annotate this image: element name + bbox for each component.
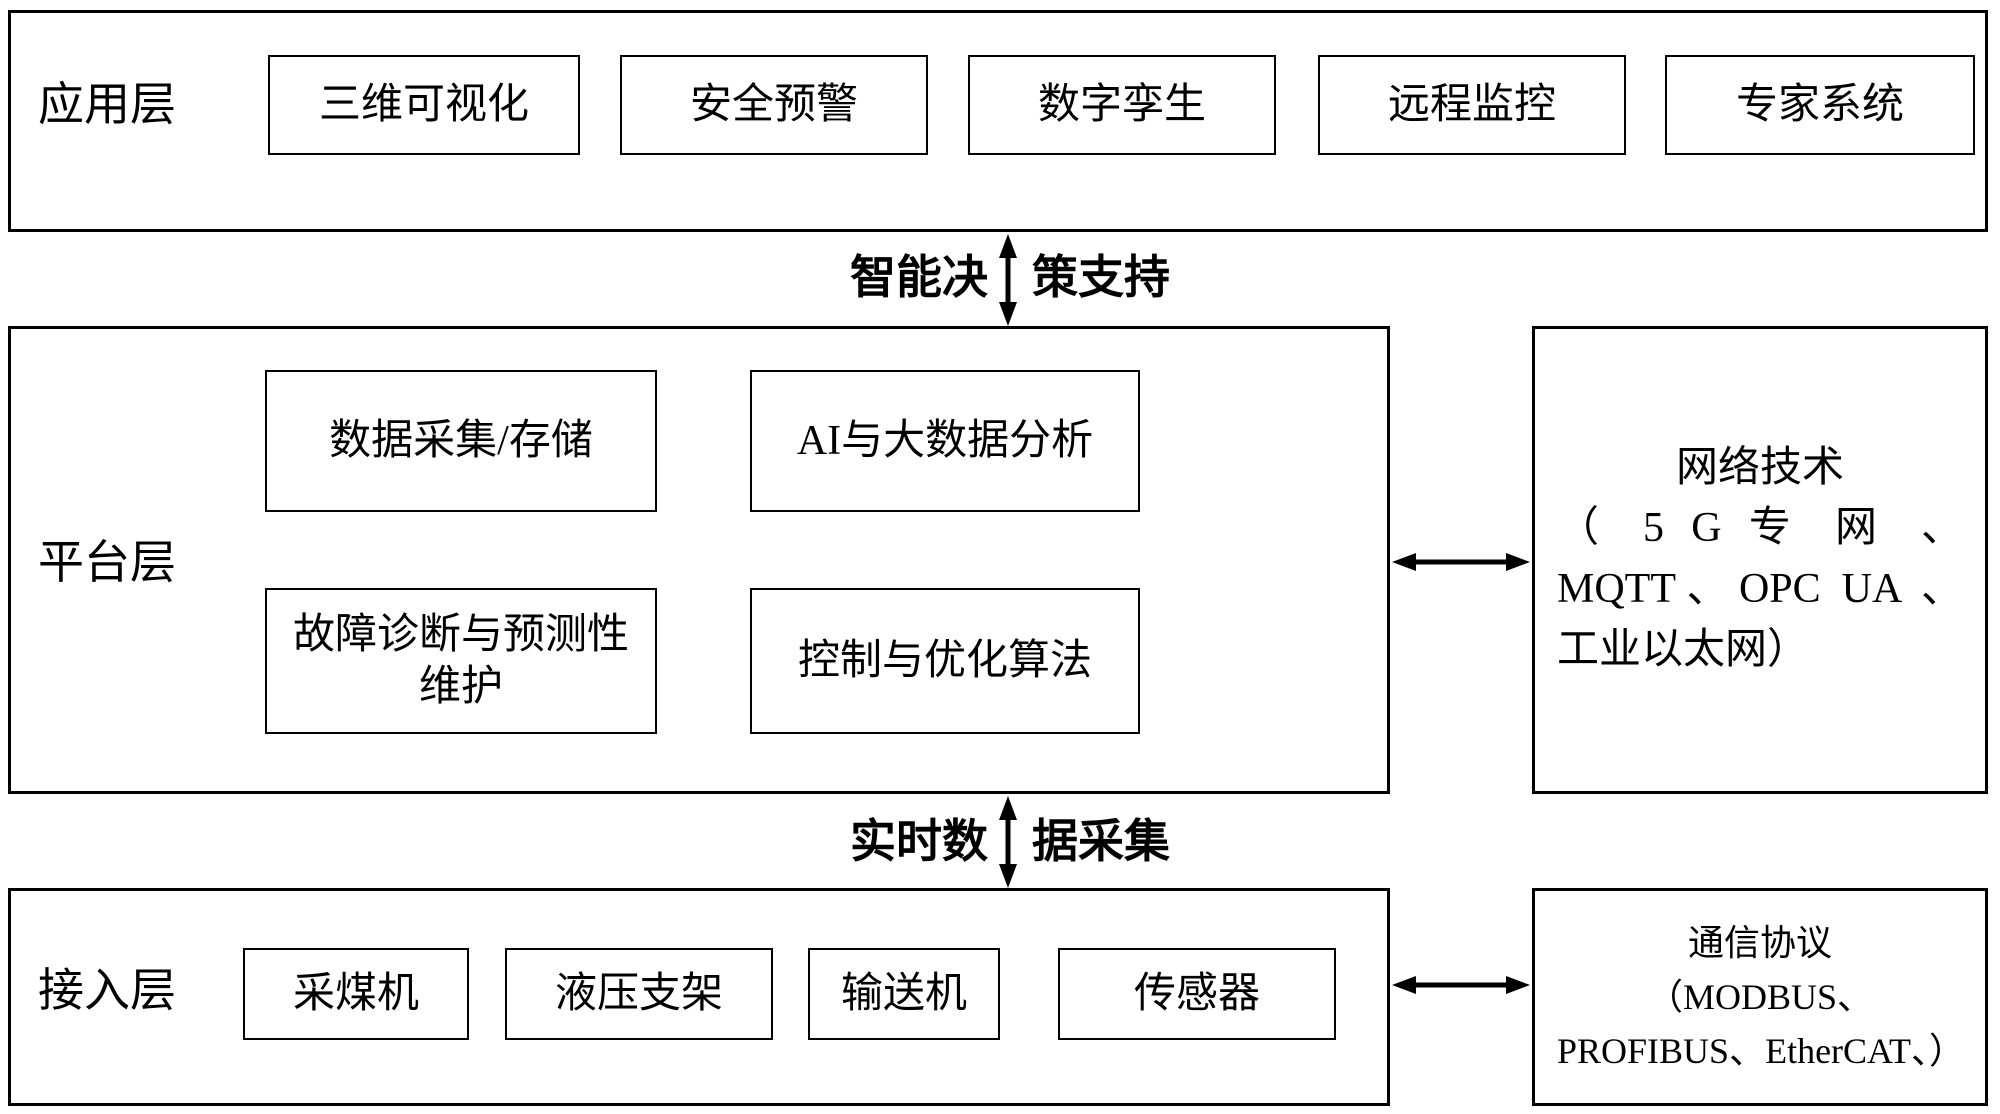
decision-support-label-right: 策支持 [1032, 252, 1170, 303]
box-conveyor: 输送机 [808, 948, 1000, 1040]
arrow-platform-network [1392, 553, 1530, 571]
box-digital-twin: 数字孪生 [968, 55, 1276, 155]
realtime-data-label-left: 实时数 [850, 816, 988, 867]
realtime-data-label-right: 据采集 [1032, 816, 1170, 867]
box-fault-diagnosis-maintenance: 故障诊断与预测性维护 [265, 588, 657, 734]
box-remote-monitoring: 远程监控 [1318, 55, 1626, 155]
box-sensor: 传感器 [1058, 948, 1336, 1040]
application-layer-label: 应用层 [38, 79, 176, 130]
network-technology-box: 网络技术 （ 5 G 专 网 、MQTT、OPC UA 、 工业以太网） [1532, 326, 1988, 794]
platform-layer-box [8, 326, 1390, 794]
network-technology-body: （ 5 G 专 网 、MQTT、OPC UA 、 工业以太网） [1557, 505, 1963, 673]
network-technology-title: 网络技术 [1675, 445, 1844, 492]
communication-protocol-body: （MODBUS、PROFIBUS、EtherCAT、） [1557, 977, 1966, 1071]
communication-protocol-title: 通信协议 [1687, 923, 1832, 963]
box-control-optimization: 控制与优化算法 [750, 588, 1140, 734]
box-hydraulic-support: 液压支架 [505, 948, 773, 1040]
decision-support-label-left: 智能决 [850, 252, 988, 303]
box-3d-visualization: 三维可视化 [268, 55, 580, 155]
box-safety-warning: 安全预警 [620, 55, 928, 155]
communication-protocol-box: 通信协议 （MODBUS、PROFIBUS、EtherCAT、） [1532, 888, 1988, 1106]
arrow-decision-support [999, 234, 1017, 326]
box-expert-system: 专家系统 [1665, 55, 1975, 155]
box-ai-bigdata-analysis: AI与大数据分析 [750, 370, 1140, 512]
access-layer-label: 接入层 [38, 965, 176, 1016]
arrow-access-protocol [1392, 976, 1530, 994]
box-data-collection-storage: 数据采集/存储 [265, 370, 657, 512]
arrow-realtime-data [999, 796, 1017, 888]
platform-layer-label: 平台层 [38, 537, 176, 588]
box-shearer: 采煤机 [243, 948, 469, 1040]
